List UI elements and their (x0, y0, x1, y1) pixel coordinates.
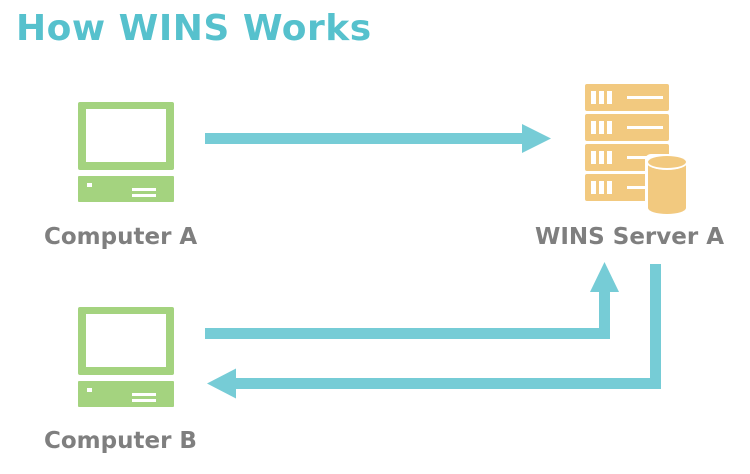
wins-server-label: WINS Server A (535, 224, 724, 250)
computer-b-label: Computer B (44, 428, 197, 454)
page-title: How WINS Works (16, 8, 372, 49)
computer-a-icon (78, 102, 174, 202)
arrow-server-to-b (207, 264, 661, 399)
arrow-a-to-server (205, 124, 551, 153)
server-database-icon (585, 84, 689, 214)
computer-b-icon (78, 307, 174, 407)
arrow-b-to-server (205, 262, 619, 339)
computer-a-label: Computer A (44, 224, 198, 250)
